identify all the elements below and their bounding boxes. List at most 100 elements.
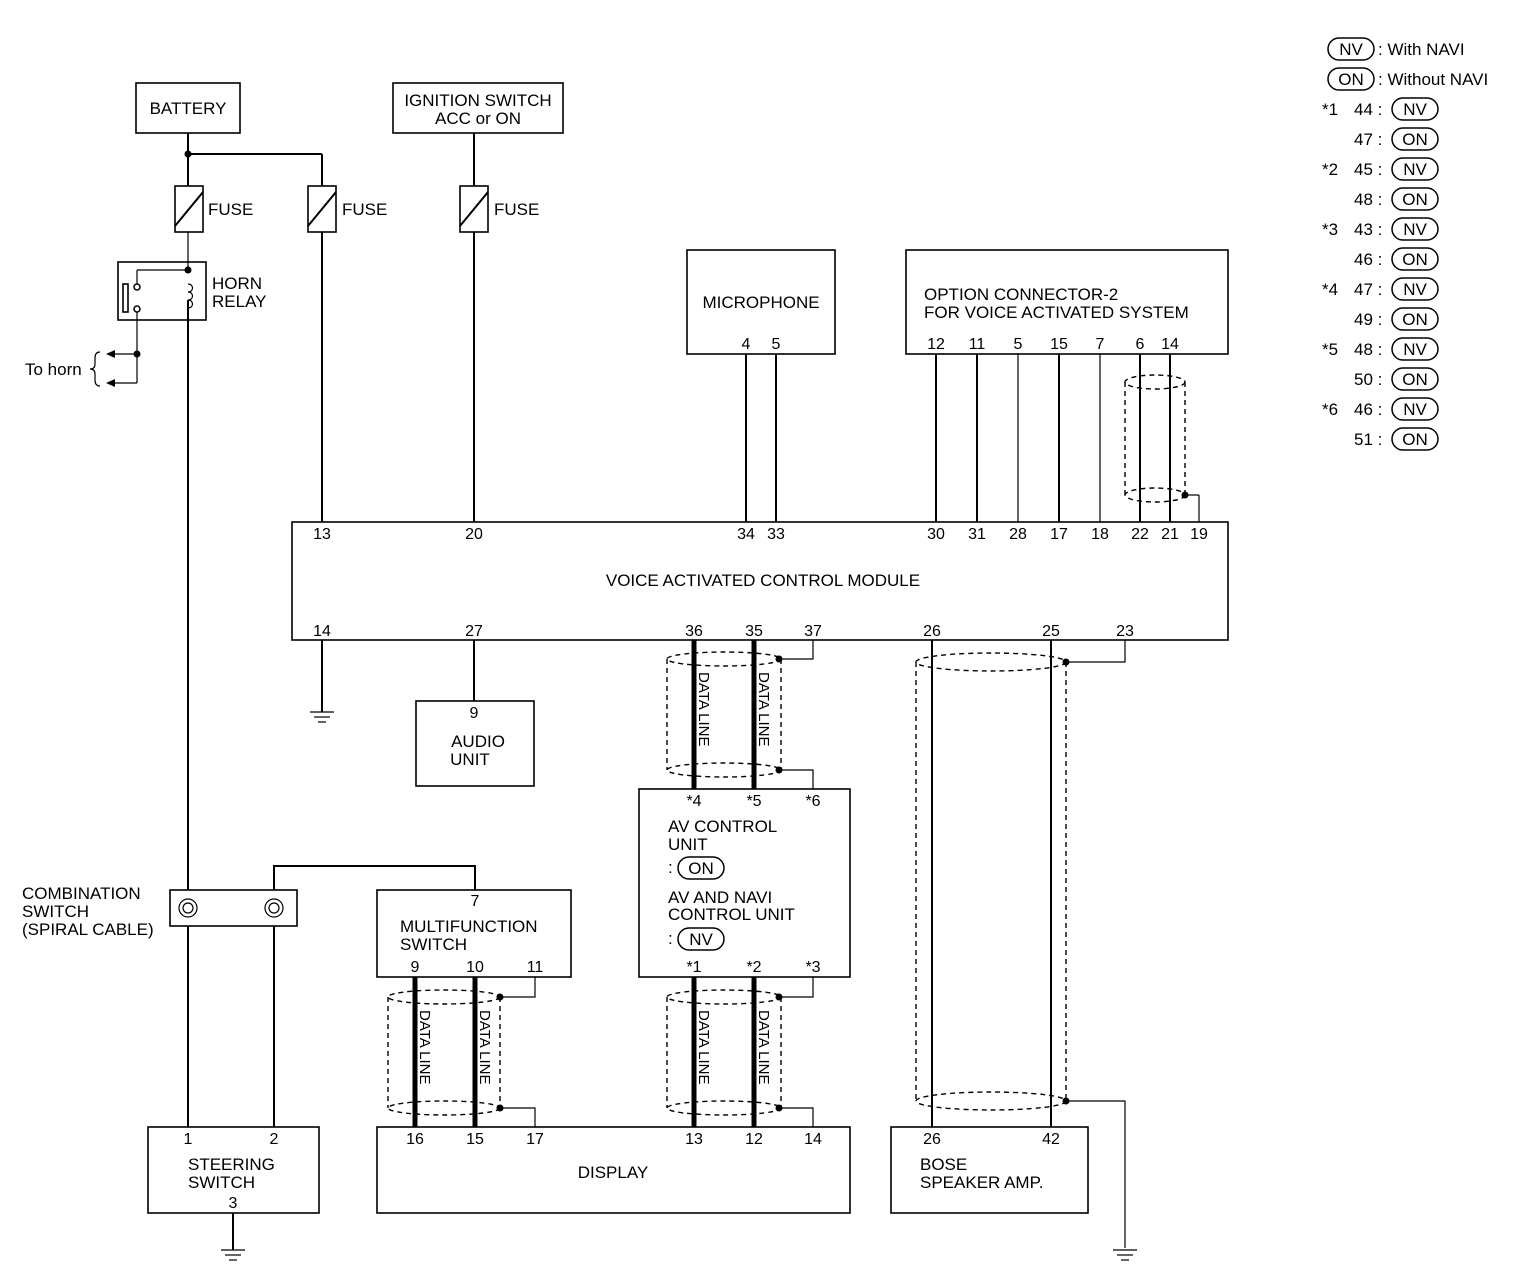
av-control-unit-label: AV CONTROL	[668, 817, 777, 836]
data-line-label: DATA LINE	[695, 672, 712, 746]
pin-label: 28	[1009, 526, 1027, 543]
microphone-box	[686, 249, 836, 355]
data-line-label: DATA LINE	[755, 1010, 772, 1084]
legend-badge	[1391, 427, 1439, 451]
legend-badge-text: NV	[1403, 280, 1427, 299]
legend-pin: 48 :	[1354, 340, 1382, 359]
spiral-cable-icon	[182, 902, 194, 914]
legend-pin: 49 :	[1354, 310, 1382, 329]
pin-label: 17	[1050, 526, 1068, 543]
shield-top	[915, 652, 1067, 672]
option-connector-label-2: FOR VOICE ACTIVATED SYSTEM	[924, 303, 1189, 322]
multifunction-switch-label: MULTIFUNCTION	[400, 917, 538, 936]
legend-mark: *1	[1322, 100, 1338, 119]
pin-label: 14	[1161, 336, 1179, 353]
legend-badge-text: ON	[1402, 430, 1428, 449]
spiral-cable-icon	[268, 902, 280, 914]
shield-bottom	[387, 1100, 501, 1116]
pin-label: 5	[772, 336, 781, 353]
relay-contact	[133, 283, 141, 291]
wire-shield-37	[779, 640, 814, 660]
pin-label: 9	[470, 705, 479, 722]
legend-nv-text: : With NAVI	[1378, 40, 1465, 59]
pin-label: 15	[466, 1131, 484, 1148]
battery-label: BATTERY	[150, 99, 227, 118]
pin-label: 26	[923, 1131, 941, 1148]
legend-mark: *6	[1322, 400, 1338, 419]
microphone-label: MICROPHONE	[702, 293, 819, 312]
legend-badge	[1391, 337, 1439, 361]
data-line-label: DATA LINE	[476, 1010, 493, 1084]
bose-label: BOSE	[920, 1155, 967, 1174]
pin-label: 7	[471, 893, 480, 910]
pin-label: *6	[805, 793, 820, 810]
battery-box	[135, 82, 241, 134]
legend-badge	[1391, 277, 1439, 301]
pin-label: 13	[685, 1131, 703, 1148]
legend-badge	[1391, 307, 1439, 331]
bose-speaker-amp-box	[890, 1126, 1089, 1214]
combination-switch-label-3: (SPIRAL CABLE)	[22, 920, 154, 939]
relay-contact	[133, 305, 141, 313]
av-colon: :	[668, 929, 673, 948]
legend-on-badge	[1327, 67, 1375, 91]
pin-label: 11	[527, 959, 544, 976]
shield-bottom	[666, 762, 782, 778]
shield-bottom	[915, 1091, 1067, 1111]
nv-badge	[677, 927, 725, 951]
pin-label: *5	[746, 793, 761, 810]
legend-badge	[1391, 247, 1439, 271]
av-navi-control-unit-label-2: CONTROL UNIT	[668, 905, 795, 924]
pin-label: 13	[313, 526, 331, 543]
legend-mark: *4	[1322, 280, 1338, 299]
multifunction-switch-box	[376, 889, 572, 978]
to-horn-label: To horn	[25, 360, 82, 379]
pin-label: 7	[1096, 336, 1105, 353]
pin-label: 22	[1131, 526, 1149, 543]
pin-label: 2	[270, 1131, 279, 1148]
pin-label: *1	[686, 959, 701, 976]
display-box	[376, 1126, 851, 1214]
audio-unit-label: AUDIO	[451, 732, 505, 751]
legend-pin: 51 :	[1354, 430, 1382, 449]
combination-switch-label-2: SWITCH	[22, 902, 89, 921]
legend-badge-text: NV	[1403, 220, 1427, 239]
legend-pin: 46 :	[1354, 400, 1382, 419]
wire-shield-av6	[779, 769, 814, 789]
shield-top	[1124, 374, 1186, 390]
legend-pin: 48 :	[1354, 190, 1382, 209]
legend-badge	[1391, 367, 1439, 391]
pin-label: 37	[804, 623, 822, 640]
pin-label: 16	[406, 1131, 424, 1148]
legend-pin: 43 :	[1354, 220, 1382, 239]
steering-switch-label: STEERING	[188, 1155, 275, 1174]
horn-relay-label: HORN	[212, 274, 262, 293]
legend-badge-text: ON	[1402, 250, 1428, 269]
pin-label: 30	[927, 526, 945, 543]
legend-pin: 45 :	[1354, 160, 1382, 179]
ground-icon	[221, 1249, 245, 1261]
legend-pin: 47 :	[1354, 130, 1382, 149]
shield-top	[666, 651, 782, 667]
multifunction-switch-label-2: SWITCH	[400, 935, 467, 954]
pin-label: 27	[465, 623, 483, 640]
legend-badge	[1391, 157, 1439, 181]
ignition-switch-box	[392, 82, 564, 134]
pin-label: 19	[1190, 526, 1208, 543]
on-badge	[677, 856, 725, 880]
pin-label: 17	[526, 1131, 544, 1148]
pin-label: 10	[466, 959, 484, 976]
option-connector-box	[905, 249, 1229, 355]
legend-nv-tag: NV	[1339, 40, 1363, 59]
pin-label: 9	[411, 959, 420, 976]
legend-badge	[1391, 217, 1439, 241]
vacm-label: VOICE ACTIVATED CONTROL MODULE	[606, 571, 920, 590]
legend-pin: 46 :	[1354, 250, 1382, 269]
wire-combination-to-multifunction	[273, 865, 476, 890]
fuse-3-label: FUSE	[494, 200, 539, 219]
